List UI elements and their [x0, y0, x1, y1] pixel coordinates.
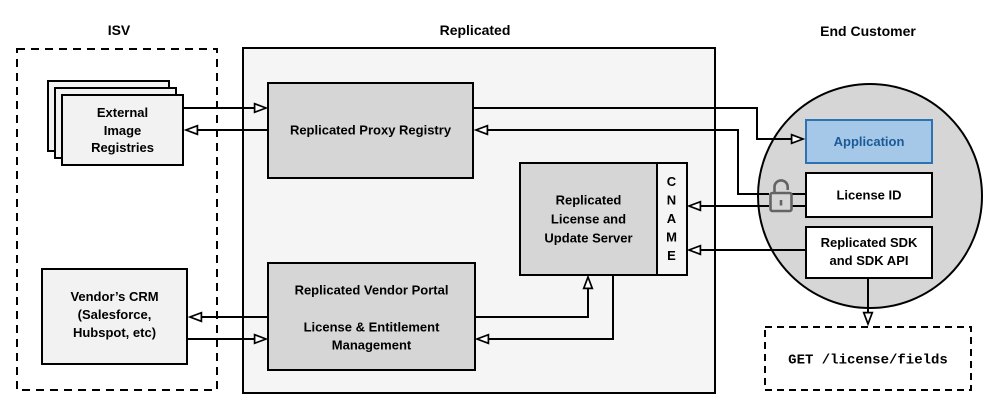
vendor-portal-node: Replicated Vendor Portal License & Entit… [267, 262, 476, 371]
proxy-registry-box [267, 82, 474, 179]
registry-stack-layer-front [61, 94, 184, 166]
connector-license-to-proxy [476, 130, 769, 195]
connector-license-server-to-portal [477, 275, 614, 339]
replicated-sdk-box [805, 226, 933, 279]
application-node: Application [805, 119, 933, 164]
crm-label-line3: Hubspot, etc) [73, 325, 156, 340]
crm-label-line2: (Salesforce, [78, 307, 152, 322]
get-endpoint-label: GET /license/fields [788, 353, 948, 369]
proxy-registry-node: Replicated Proxy Registry [267, 82, 474, 179]
connector-portal-to-license-server [474, 277, 588, 318]
license-id-node: License ID [805, 172, 933, 218]
isv-section-label: ISV [108, 22, 131, 38]
cname-letter-c: C [667, 174, 677, 189]
proxy-registry-label: Replicated Proxy Registry [290, 123, 452, 138]
application-label: Application [834, 134, 905, 149]
vendor-portal-box [267, 262, 476, 371]
cname-letter-m: M [666, 230, 677, 245]
vendor-portal-label-line1: Replicated Vendor Portal [295, 283, 449, 298]
cname-letter-e: E [667, 248, 676, 263]
registries-label-line1: External [97, 105, 148, 120]
vendors-crm-box [41, 268, 188, 365]
cname-letter-n: N [667, 193, 676, 208]
end-customer-section-label: End Customer [820, 23, 916, 39]
external-image-registries-node: External Image Registries [47, 80, 184, 166]
connector-proxy-to-application [473, 107, 803, 139]
vendor-portal-label-line3: Management [332, 338, 412, 353]
license-server-label-line1: Replicated [556, 193, 622, 208]
license-id-label: License ID [836, 188, 901, 203]
vendors-crm-node: Vendor’s CRM (Salesforce, Hubspot, etc) [41, 268, 188, 365]
sdk-label-line1: Replicated SDK [821, 235, 918, 250]
license-update-server-box [519, 162, 658, 276]
padlock-shackle [773, 179, 789, 192]
license-update-server-node: Replicated License and Update Server C N… [519, 162, 688, 276]
registries-label-line3: Registries [91, 140, 154, 155]
vendor-portal-label-line2: License & Entitlement [304, 320, 440, 335]
cname-letter-a: A [667, 211, 677, 226]
replicated-sdk-node: Replicated SDK and SDK API [805, 226, 933, 279]
license-id-box [805, 172, 933, 218]
registries-label-line2: Image [104, 123, 142, 138]
application-box [805, 119, 933, 164]
open-padlock-icon [769, 179, 793, 213]
sdk-label-line2: and SDK API [830, 253, 909, 268]
replicated-section-label: Replicated [440, 22, 511, 38]
get-endpoint-box [764, 326, 972, 391]
license-server-label-line3: Update Server [544, 231, 632, 246]
license-server-label-line2: License and [551, 212, 626, 227]
cname-strip [656, 162, 688, 276]
crm-label-line1: Vendor’s CRM [70, 289, 158, 304]
